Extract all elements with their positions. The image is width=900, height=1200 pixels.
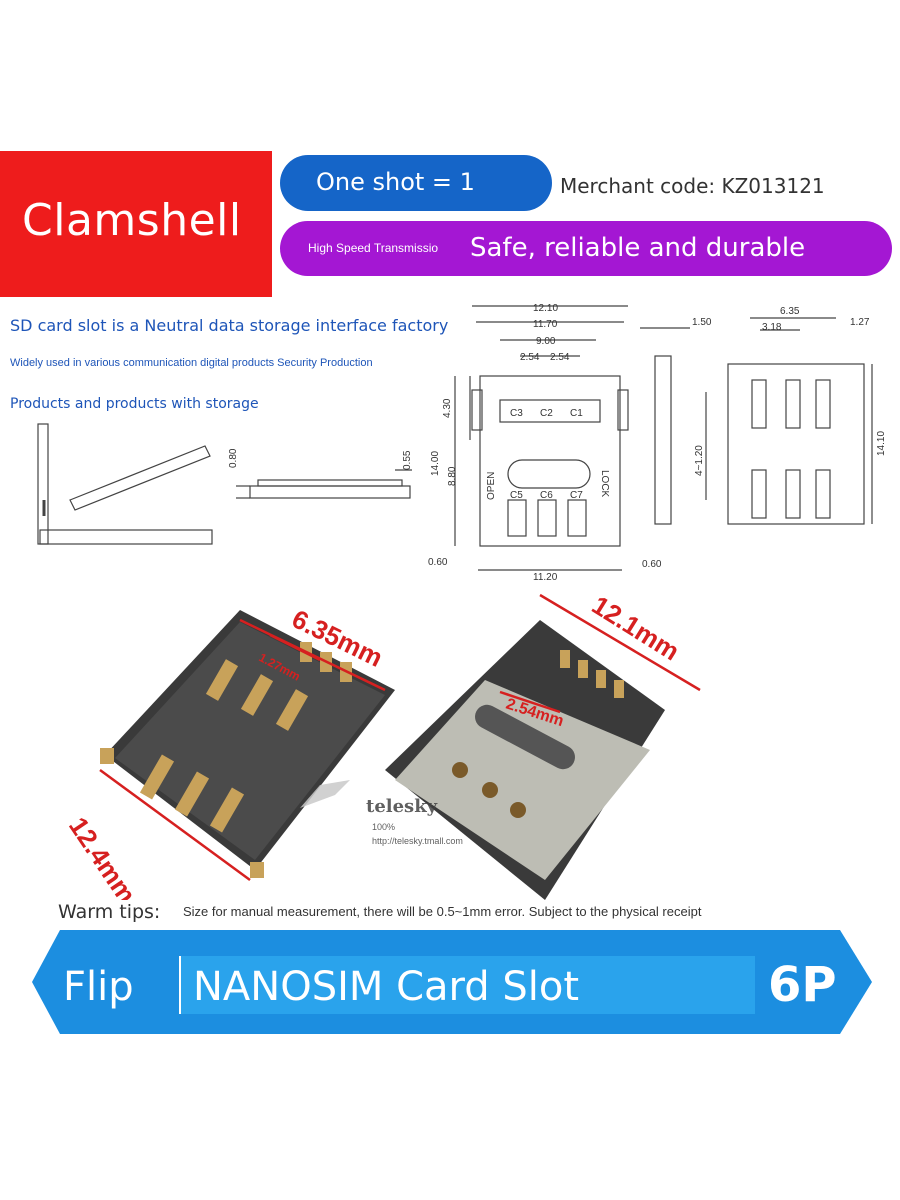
side-view-drawing [37,423,213,545]
dim-11-20: 11.20 [533,572,558,583]
dim-0-55: 0.55 [402,450,413,470]
svg-text:100%: 100% [372,822,395,832]
measure-line-2-54 [499,690,561,714]
description-line-1: SD card slot is a Neutral data storage i… [10,316,449,335]
product-photo: 6.35mm 1.27mm 12.4mm 12.1mm 2.54mm teles… [63,590,701,900]
contact-c2: C2 [540,408,553,419]
dim-4-30: 4.30 [442,398,453,418]
pack-quantity-label: One shot = 1 [316,168,475,196]
dim-0-80: 0.80 [228,448,239,468]
end-view-drawing [640,327,690,525]
measure-12-4mm: 12.4mm [63,812,142,900]
dim-8-80: 8.80 [447,466,458,486]
dim-3-18: 3.18 [762,322,782,333]
product-banner [32,930,872,1034]
connector-bottom-view [100,610,395,878]
dim-6-35: 6.35 [780,306,800,317]
pack-quantity-pill: One shot = 1 [280,155,552,211]
dim-4-1-20: 4~1.20 [694,445,705,476]
dim-0-60-right: 0.60 [642,559,662,570]
banner-flip-label: Flip [63,964,134,1010]
dim-2-54-a: 2.54 [520,352,540,363]
svg-text:http://telesky.tmall.com: http://telesky.tmall.com [372,836,463,846]
pcb-footprint-drawing [705,317,873,525]
dim-1-50: 1.50 [692,317,712,328]
clamshell-label: Clamshell [22,195,242,246]
contact-c3: C3 [510,408,523,419]
dim-12-10: 12.10 [533,303,558,314]
dim-14-00: 14.00 [430,451,441,476]
flat-side-drawing [236,469,412,499]
dim-2-54-b: 2.54 [550,352,570,363]
warm-tips-note: Size for manual measurement, there will … [183,904,702,919]
svg-text:telesky: telesky [366,796,438,817]
feature-main-text: Safe, reliable and durable [470,233,806,263]
measure-line-12-4 [99,768,251,882]
contact-c1: C1 [570,408,583,419]
lock-label: LOCK [599,470,610,498]
merchant-code: Merchant code: KZ013121 [560,174,825,198]
warm-tips-label: Warm tips: [58,901,161,923]
measure-line-12-1 [539,593,701,692]
dim-1-27: 1.27 [850,317,870,328]
feature-pill: High Speed Transmissio Safe, reliable an… [280,221,892,276]
measure-12-1mm: 12.1mm [587,590,685,667]
feature-small-text: High Speed Transmissio [308,241,439,255]
dim-11-70: 11.70 [533,319,558,330]
top-view-drawing [454,305,629,571]
technical-drawing: 12.10 11.70 9.00 2.54 2.54 4.30 14.00 8.… [37,303,887,583]
dim-0-60-left: 0.60 [428,557,448,568]
dim-14-10: 14.10 [876,431,887,456]
contact-c6: C6 [540,490,553,501]
description-line-3: Products and products with storage [10,396,259,412]
clamshell-badge: Clamshell [0,151,272,297]
banner-title: NANOSIM Card Slot [193,964,580,1010]
open-label: OPEN [486,472,497,500]
watermark-logo: telesky 100% http://telesky.tmall.com [300,780,463,846]
contact-c5: C5 [510,490,523,501]
contact-c7: C7 [570,490,583,501]
description-line-2: Widely used in various communication dig… [10,357,373,369]
connector-top-view [385,620,665,900]
measure-line-1-27 [269,633,321,662]
banner-pin-count: 6P [768,957,837,1013]
dim-9-00: 9.00 [536,336,556,347]
